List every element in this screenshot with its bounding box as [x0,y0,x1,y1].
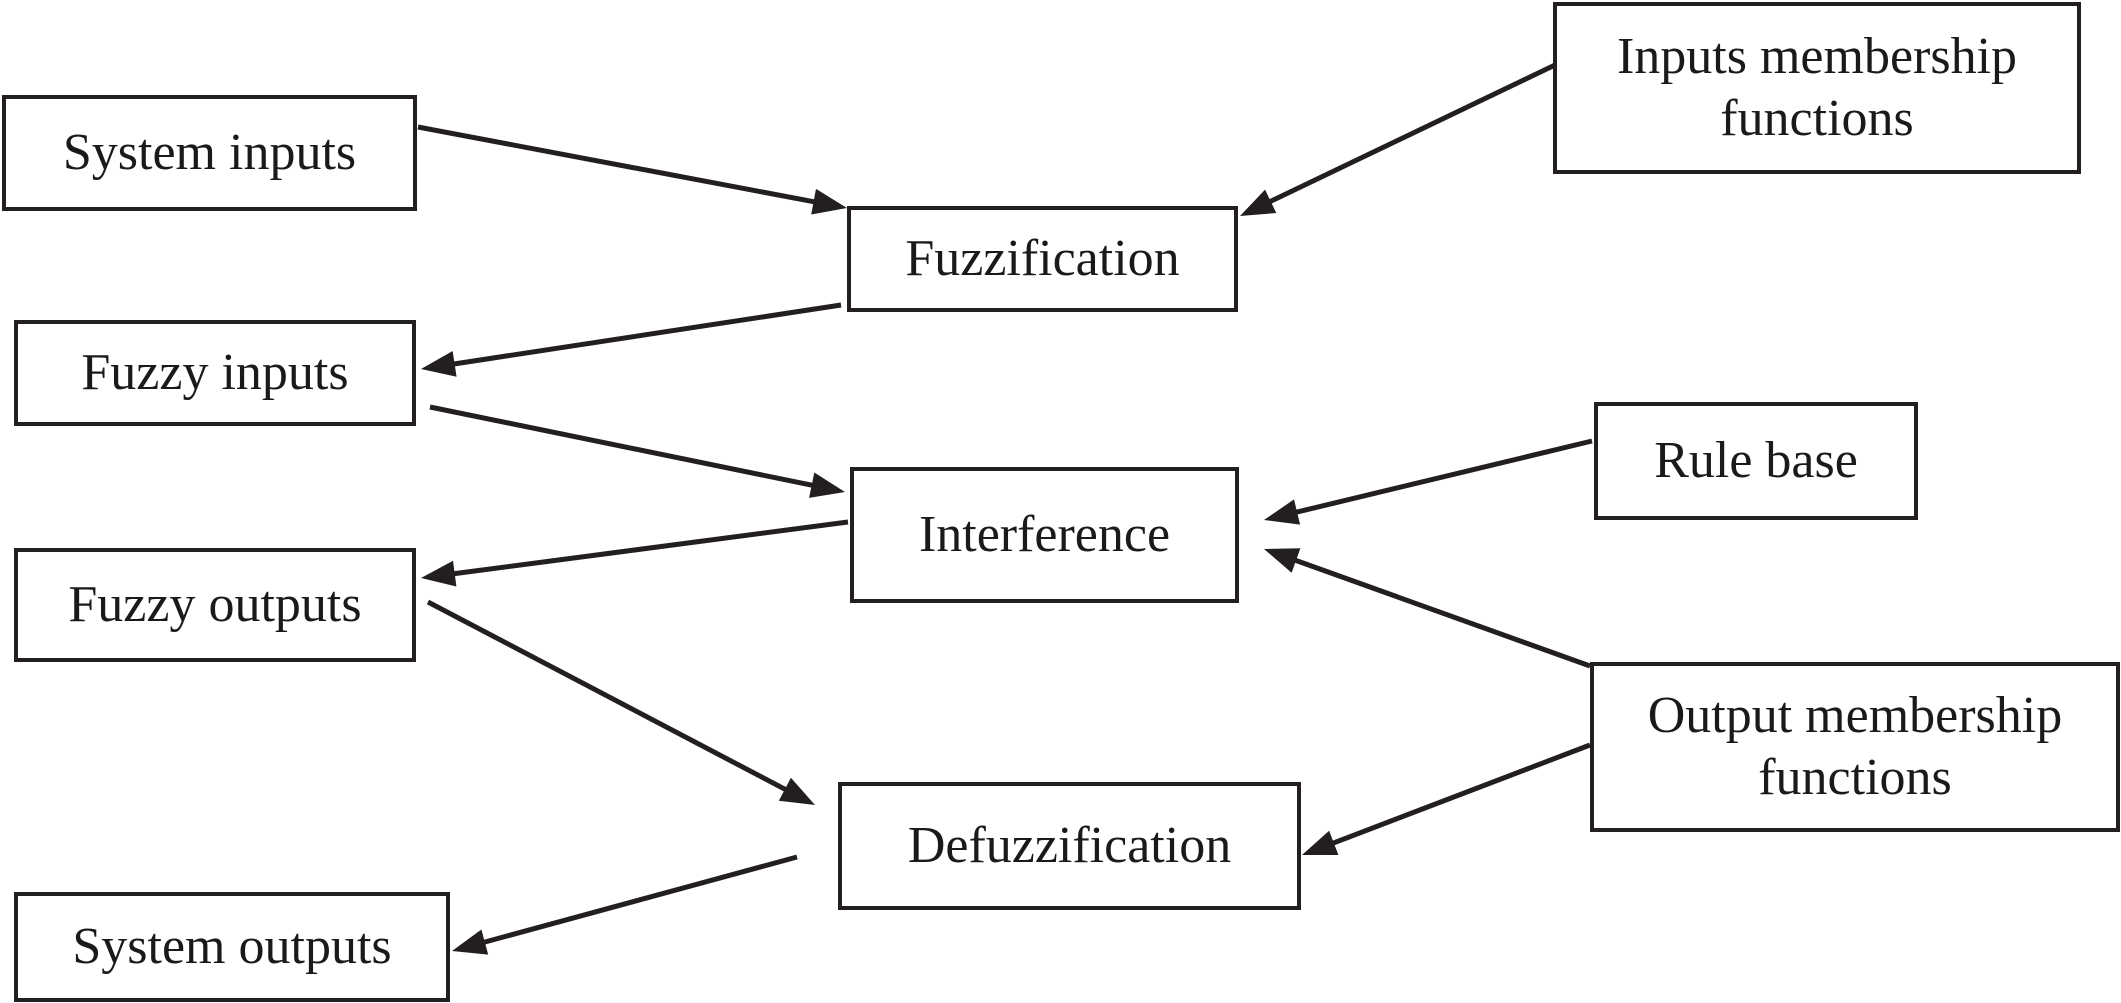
fuzzy-outputs-to-defuzzification-arrow [426,599,815,805]
system-outputs-box: System outputs [14,892,450,1002]
interference-box: Interference [850,467,1239,603]
arrowhead [809,472,845,498]
arrowhead [421,560,457,587]
arrow-shaft [450,302,842,367]
output-mf-to-interference-arrow [1264,548,1591,669]
arrow-shaft [426,599,790,794]
arrowhead [778,777,815,805]
system-inputs-to-fuzzification-arrow [417,124,847,215]
rule-base-box: Rule base [1594,402,1918,520]
arrow-shaft [417,124,818,205]
defuzzification-box: Defuzzification [838,782,1301,910]
fuzzification-box: Fuzzification [847,206,1238,312]
arrowhead [421,351,457,377]
fuzzification-to-fuzzy-inputs-arrow [421,302,842,377]
arrow-shaft [1291,556,1591,669]
arrow-shaft [429,404,817,489]
system-inputs-label: System inputs [62,123,357,181]
arrow-shaft [480,854,798,946]
inputs-membership-functions-label: Inputs membership functions [1616,27,2018,147]
arrow-shaft [1265,62,1557,206]
rule-base-to-interference-arrow [1264,438,1593,525]
fuzzy-inputs-label: Fuzzy inputs [81,343,349,401]
arrowhead [1264,548,1301,573]
fuzzification-label: Fuzzification [905,229,1180,287]
fuzzy-inputs-box: Fuzzy inputs [14,320,416,426]
arrow-shaft [1292,438,1593,516]
fuzzy-outputs-label: Fuzzy outputs [68,575,362,633]
interference-to-fuzzy-outputs-arrow [421,519,849,587]
fuzzy-inputs-to-interference-arrow [429,404,845,498]
arrow-shaft [1329,742,1591,847]
arrowhead [1240,189,1277,216]
arrowhead [452,929,489,955]
inputs-membership-functions-box: Inputs membership functions [1553,2,2081,174]
inputs-mf-to-fuzzification-arrow [1240,62,1557,216]
arrowhead [1264,499,1301,525]
fuzzy-outputs-box: Fuzzy outputs [14,548,416,662]
arrowhead [1302,830,1339,856]
output-membership-functions-box: Output membership functions [1590,662,2120,832]
defuzzification-to-system-outputs-arrow [452,854,798,955]
arrowhead [811,188,847,215]
arrow-shaft [450,519,849,577]
system-outputs-label: System outputs [72,917,392,975]
rule-base-label: Rule base [1654,431,1858,489]
defuzzification-label: Defuzzification [907,816,1232,874]
system-inputs-box: System inputs [2,95,417,211]
output-membership-functions-label: Output membership functions [1647,686,2063,806]
output-mf-to-defuzzification-arrow [1302,742,1591,856]
interference-label: Interference [918,505,1171,563]
